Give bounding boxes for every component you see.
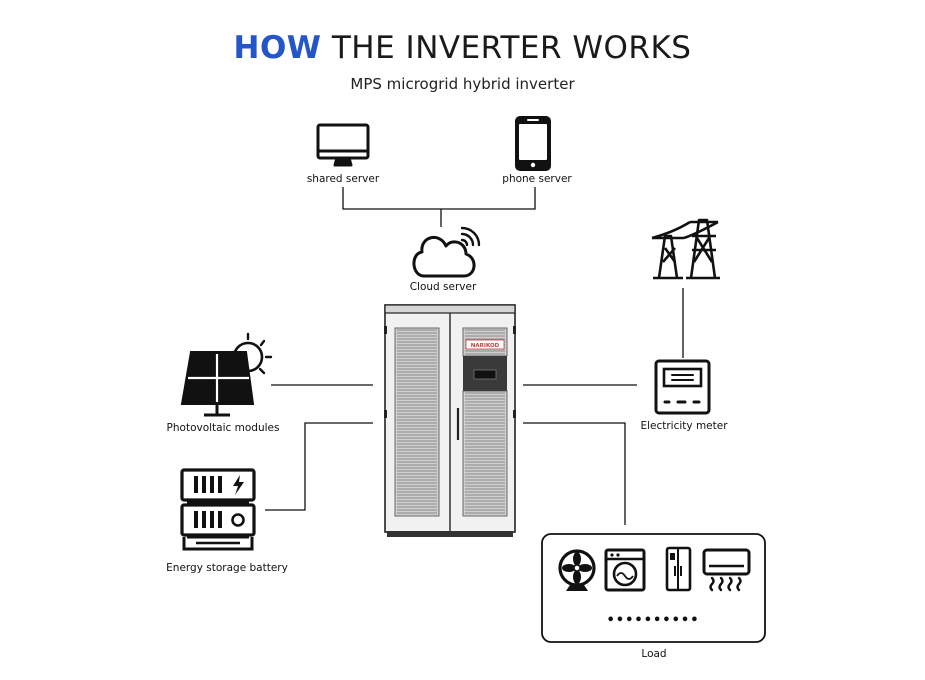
- battery-label: Energy storage battery: [166, 562, 288, 574]
- page-title: HOW THE INVERTER WORKS: [0, 30, 925, 66]
- wifi-icon: [460, 226, 481, 247]
- fan-icon: [558, 549, 596, 591]
- battery-rack-icon: [180, 468, 256, 551]
- cabinet-brand-label: NARIKOD: [471, 343, 500, 349]
- photovoltaic-label: Photovoltaic modules: [166, 422, 280, 434]
- cabinet-vents: [397, 329, 505, 514]
- phone-icon: [515, 116, 551, 171]
- battery-link-line: [265, 422, 373, 511]
- washing-machine-icon: [604, 548, 646, 592]
- title-accent: HOW: [233, 30, 322, 66]
- meter-label: Electricity meter: [640, 420, 728, 432]
- cloud-icon: [412, 236, 476, 278]
- page-subtitle: MPS microgrid hybrid inverter: [350, 75, 575, 93]
- load-dots: ••••••••••: [606, 613, 700, 628]
- server-bus-line: [342, 187, 536, 210]
- phone-server-label: phone server: [502, 173, 572, 185]
- title-rest: THE INVERTER WORKS: [331, 30, 692, 66]
- monitor-icon: [316, 123, 370, 167]
- load-label: Load: [641, 648, 667, 660]
- refrigerator-icon: [665, 546, 692, 592]
- solar-panel-icon: [180, 332, 273, 417]
- inverter-cabinet: [384, 304, 516, 537]
- shared-server-label: shared server: [306, 173, 380, 185]
- connector-lines: [265, 187, 684, 525]
- cloud-server-label: Cloud server: [409, 281, 477, 293]
- air-conditioner-icon: [702, 548, 751, 592]
- electricity-meter-icon: [654, 359, 711, 415]
- power-tower-icon: [651, 218, 720, 280]
- load-link-line: [523, 422, 626, 525]
